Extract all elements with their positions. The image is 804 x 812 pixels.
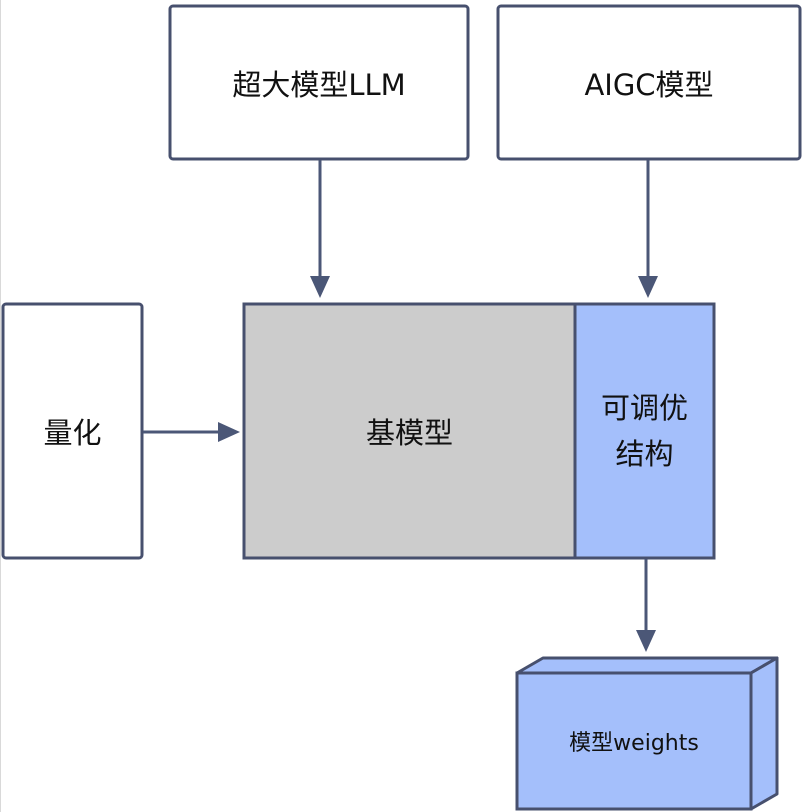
arrow-quant-to-base	[143, 422, 240, 442]
quant-label: 量化	[43, 416, 102, 450]
base-model-label: 基模型	[365, 416, 453, 450]
quant-box	[1, 302, 144, 560]
llm-box	[168, 4, 470, 161]
llm-label: 超大模型LLM	[232, 67, 406, 102]
aigc-box	[496, 4, 802, 161]
weights-box	[515, 656, 779, 811]
tunable-label: 可调优 结构	[575, 304, 714, 558]
arrow-tunable-to-weights	[636, 559, 656, 652]
arrow-llm-to-base	[310, 160, 330, 298]
tunable-box	[573, 302, 716, 560]
aigc-label: AIGC模型	[584, 67, 714, 102]
tunable-label-line1: 可调优	[600, 391, 688, 425]
arrow-aigc-to-tunable	[638, 160, 658, 298]
tunable-label-line2: 结构	[615, 437, 674, 471]
weights-label: 模型weights	[569, 731, 699, 756]
